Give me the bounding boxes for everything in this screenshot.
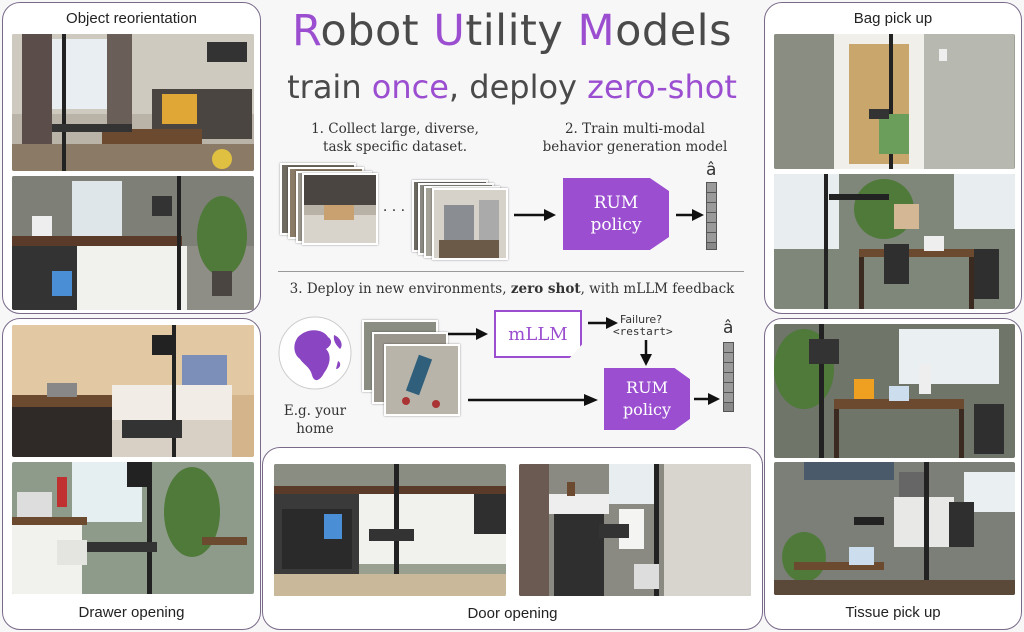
step2-line2: behavior generation model: [542, 139, 728, 155]
panel-title-object-reorientation: Object reorientation: [66, 10, 197, 27]
panel-drawer-opening: Drawer opening: [2, 318, 261, 630]
photo-kitchen-counter: [12, 176, 254, 310]
panel-title-door-opening: Door opening: [467, 605, 558, 622]
main-title: Robot Utility Models: [262, 6, 762, 56]
rum-label: RUM: [593, 193, 639, 213]
title-word-obot: obot: [320, 6, 434, 56]
title-letter-r: R: [291, 6, 321, 56]
panel-title-bag-pick-up: Bag pick up: [853, 10, 933, 27]
arrow-dataset-to-policy: [514, 209, 556, 221]
mllm-box: mLLM: [494, 310, 582, 358]
photo-dining-tissue: [774, 324, 1015, 458]
step3-post: , with mLLM feedback: [580, 281, 735, 297]
photo-kitchen-drawer: [12, 462, 254, 594]
step3-label: 3. Deploy in new environments, zero shot…: [270, 280, 754, 298]
title-word-odels: odels: [615, 6, 733, 56]
globe-icon: [278, 316, 352, 390]
panel-door-opening: Door opening: [262, 447, 763, 630]
step3-pre: 3. Deploy in new environments,: [289, 281, 511, 297]
action-hat-label-train: â: [706, 160, 717, 180]
title-word-tility: tility: [465, 6, 578, 56]
arrow-policy-to-action: [676, 209, 704, 221]
step1-line1: 1. Collect large, diverse,: [311, 121, 479, 137]
arrow-restart-to-policy: [640, 340, 652, 366]
photo-living-room: [12, 34, 254, 171]
panel-title-tissue-pick-up: Tissue pick up: [845, 604, 941, 621]
rum-label-deploy: RUM: [626, 378, 668, 397]
panel-object-reorientation: Object reorientation: [2, 2, 261, 314]
panel-title-drawer-opening: Drawer opening: [78, 604, 185, 621]
restart-label: <restart>: [613, 325, 673, 338]
arrow-mllm-to-failure: [588, 317, 618, 329]
title-letter-m: M: [577, 6, 616, 56]
arrow-obs-to-mllm: [448, 328, 488, 340]
subtitle-once: once: [371, 68, 449, 106]
step3-bold: zero shot: [510, 281, 581, 297]
dataset-stack-2: [412, 180, 512, 265]
photo-bedroom: [12, 325, 254, 457]
action-vector-deploy: [723, 342, 734, 412]
subtitle-deploy: , deploy: [448, 68, 588, 106]
arrow-obs-to-policy: [468, 394, 598, 406]
subtitle: train once, deploy zero-shot: [262, 68, 762, 106]
step2-line1: 2. Train multi-modal: [564, 121, 706, 137]
step1-label: 1. Collect large, diverse, task specific…: [290, 120, 500, 156]
photo-dining-room: [774, 174, 1015, 309]
policy-label-deploy: policy: [622, 400, 672, 419]
home-line1: E.g. your: [283, 403, 347, 419]
subtitle-zero-shot: zero-shot: [587, 68, 737, 106]
photo-office-tissue: [774, 462, 1015, 595]
photo-bathroom: [519, 464, 751, 596]
dataset-ellipsis: . . .: [382, 199, 406, 215]
photo-kitchen-oven: [274, 464, 506, 596]
dataset-tile: [302, 173, 378, 245]
deploy-tile: [384, 344, 460, 416]
action-vector-train: [706, 182, 717, 250]
subtitle-train: train: [287, 68, 372, 106]
home-label: E.g. your home: [278, 402, 352, 438]
panel-bag-pick-up: Bag pick up: [764, 2, 1022, 314]
panel-tissue-pick-up: Tissue pick up: [764, 318, 1022, 630]
arrow-policy-to-action-deploy: [694, 393, 720, 405]
dataset-stack-1: [280, 163, 380, 248]
failure-label: Failure?: [620, 313, 663, 326]
deploy-stack: [362, 320, 462, 416]
policy-label: policy: [590, 215, 642, 235]
step1-line2: task specific dataset.: [323, 139, 467, 155]
title-letter-u: U: [433, 6, 466, 56]
rum-policy-box-deploy: RUM policy: [604, 368, 690, 430]
dataset-tile: [432, 188, 508, 260]
photo-hallway-door: [774, 34, 1015, 169]
action-hat-label-deploy: â: [723, 318, 734, 338]
home-line2: home: [296, 421, 334, 437]
step2-label: 2. Train multi-modal behavior generation…: [520, 120, 750, 156]
section-divider: [278, 271, 744, 272]
